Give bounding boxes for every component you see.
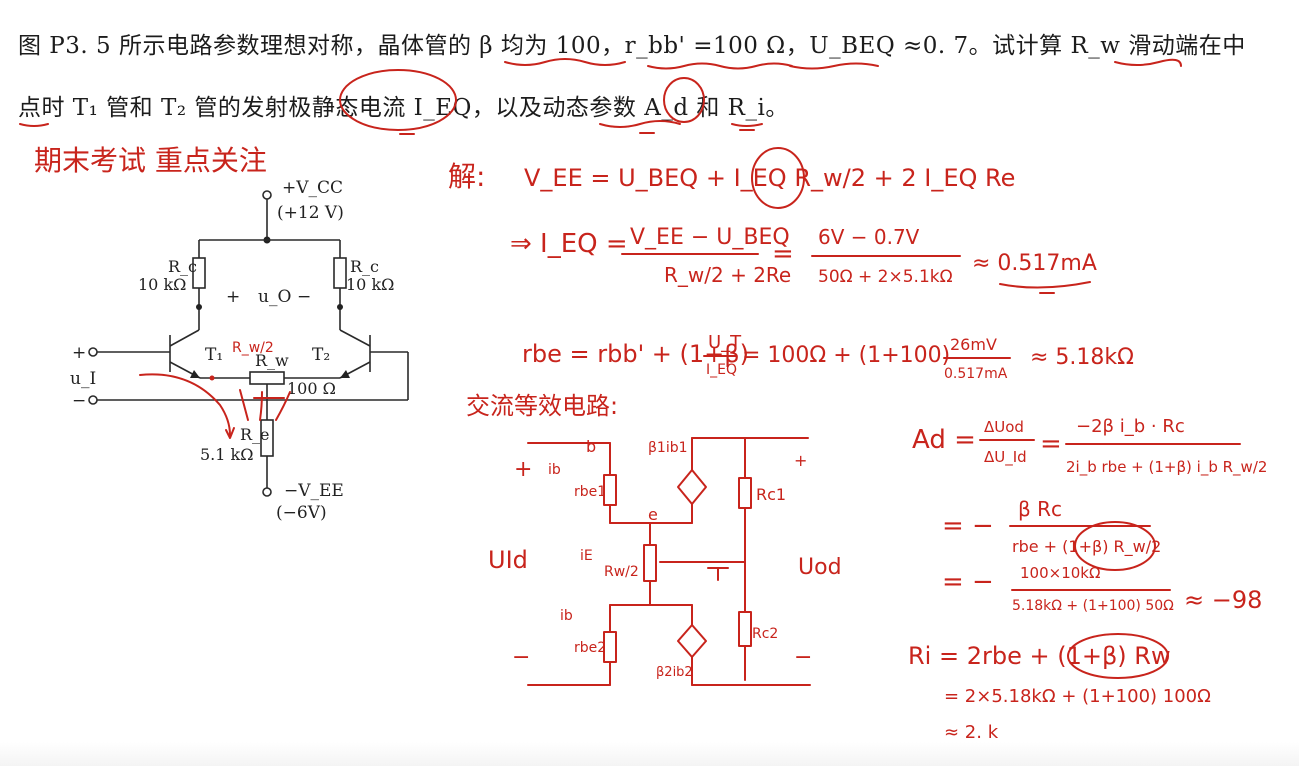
ri-derivation: Ri = 2rbe + (1+β) Rw = 2×5.18kΩ + (1+100… <box>908 633 1211 743</box>
ac-b-label: b <box>586 437 596 456</box>
eq1: V_EE = U_BEQ + I_EQ R_w/2 + 2 I_EQ Re <box>524 164 1015 192</box>
eq2-result: ≈ 0.517mA <box>972 251 1097 276</box>
ac-beta-ib1: β1ib1 <box>648 440 688 456</box>
ac-plus-right: + <box>794 451 807 470</box>
problem-annotations <box>19 58 1182 135</box>
eq3-mid: = 100Ω + (1+100) <box>742 343 950 368</box>
eq2-lhs: ⇒ I_EQ = <box>510 229 628 259</box>
eq2-num2: 6V − 0.7V <box>818 225 920 249</box>
eq2-den: R_w/2 + 2Re <box>664 263 791 287</box>
eq3-num: 26mV <box>950 335 997 354</box>
ad-lhs: Ad = <box>912 425 976 455</box>
ac-rc2: Rc2 <box>752 626 778 642</box>
ac-rc1: Rc1 <box>756 485 786 504</box>
rw-value: 100 Ω <box>287 379 336 398</box>
rc-right-label: R_c <box>350 257 379 276</box>
ad-f1-num: ΔUod <box>984 418 1024 436</box>
eq3-den: 0.517mA <box>944 366 1008 382</box>
ad-f3-num: β Rc <box>1018 497 1062 521</box>
ad-eq1: = <box>1040 429 1062 459</box>
problem-line-1: 图 P3. 5 所示电路参数理想对称，晶体管的 β 均为 100，r_bb' =… <box>18 33 1246 59</box>
input-ground-terminal-icon <box>88 395 98 405</box>
ac-minus-right: − <box>794 645 812 670</box>
eq2-num: V_EE − U_BEQ <box>630 225 790 250</box>
ac-rbe2: rbe2 <box>574 640 606 656</box>
ad-f4-den: 5.18kΩ + (1+100) 50Ω <box>1012 598 1174 614</box>
eq3-ieq: I_EQ <box>706 362 737 378</box>
rc-left-label: R_c <box>168 257 197 276</box>
ad-neg2: = − <box>942 567 994 597</box>
solution: 解: V_EE = U_BEQ + I_EQ R_w/2 + 2 I_EQ Re… <box>448 147 1134 420</box>
ad-derivation: Ad = ΔUod ΔU_Id = −2β i_b · Rc 2i_b rbe … <box>912 416 1267 614</box>
vee-terminal-icon <box>262 487 272 497</box>
ac-minus-left: − <box>512 645 530 670</box>
uo-minus: − <box>297 287 311 307</box>
jie-label: 解: <box>448 160 485 193</box>
ad-neg1: = − <box>942 511 994 541</box>
t2-label: T₂ <box>312 345 330 365</box>
re-label: R_e <box>240 425 270 444</box>
ri-line1: Ri = 2rbe + (1+β) Rw <box>908 642 1171 670</box>
uo-label: u_O <box>258 287 291 307</box>
ac-equivalent-circuit: b e + + − − ib rbe1 β1ib1 Rc1 iE Rw/2 UI… <box>488 437 842 686</box>
vee-label: −V_EE <box>284 481 344 501</box>
ac-ib1: ib <box>548 462 561 478</box>
ac-beta-ib2: β2ib2 <box>656 665 693 680</box>
printed-circuit: +V_CC (+12 V) R_c 10 kΩ R_c 10 kΩ + u_O … <box>70 178 409 523</box>
ac-ib2: ib <box>560 608 573 624</box>
ac-uid: UId <box>488 546 528 574</box>
input-terminal-icon <box>88 347 98 357</box>
vcc-label: +V_CC <box>282 178 343 198</box>
note-text: 期末考试 重点关注 <box>34 144 267 177</box>
eq3-lhs: rbe = rbb' + (1+β) <box>522 340 749 368</box>
circuit-annotations: R_w/2 <box>139 340 291 439</box>
vcc-value: (+12 V) <box>277 203 344 223</box>
ui-plus: + <box>72 343 86 363</box>
t1-label: T₁ <box>205 345 223 365</box>
rw-label: R_w <box>255 351 289 370</box>
ui-minus: − <box>72 391 86 411</box>
rw-potentiometer <box>249 371 285 385</box>
ri-line2: = 2×5.18kΩ + (1+100) 100Ω <box>944 686 1211 707</box>
vcc-terminal-icon <box>262 190 272 200</box>
ac-e-label: e <box>648 505 658 524</box>
ad-f2-num: −2β i_b · Rc <box>1076 416 1185 437</box>
ri-line3: ≈ 2. k <box>944 722 999 743</box>
ad-result: ≈ −98 <box>1184 586 1262 614</box>
eq2-eq: = <box>772 239 794 269</box>
ad-f1-den: ΔU_Id <box>984 448 1027 467</box>
eq3-ut: U_T <box>708 332 742 353</box>
ac-ie: iE <box>580 548 593 564</box>
rc-right-value: 10 kΩ <box>346 275 394 294</box>
rw-half-note: R_w/2 <box>232 340 274 356</box>
bottom-fade <box>0 742 1299 766</box>
eq3-result: ≈ 5.18kΩ <box>1030 345 1134 370</box>
vee-value: (−6V) <box>276 503 327 523</box>
ac-uod: Uod <box>798 555 842 580</box>
ac-rw-half: Rw/2 <box>604 564 639 580</box>
ac-plus-left: + <box>514 457 532 482</box>
ac-rbe1: rbe1 <box>574 484 606 500</box>
rc-right-resistor <box>333 257 347 289</box>
ui-label: u_I <box>70 369 96 389</box>
ad-f3-den: rbe + (1+β) R_w/2 <box>1012 537 1161 557</box>
ac-title: 交流等效电路: <box>466 392 618 420</box>
uo-plus: + <box>226 287 240 307</box>
ad-f2-den: 2i_b rbe + (1+β) i_b R_w/2 <box>1066 458 1267 477</box>
re-value: 5.1 kΩ <box>200 445 254 464</box>
eq2-den2: 50Ω + 2×5.1kΩ <box>818 267 953 287</box>
rc-left-value: 10 kΩ <box>138 275 186 294</box>
ad-f4-num: 100×10kΩ <box>1020 564 1100 582</box>
problem-line-2: 点时 T₁ 管和 T₂ 管的发射极静态电流 I_EQ，以及动态参数 A_d 和 … <box>18 95 789 121</box>
